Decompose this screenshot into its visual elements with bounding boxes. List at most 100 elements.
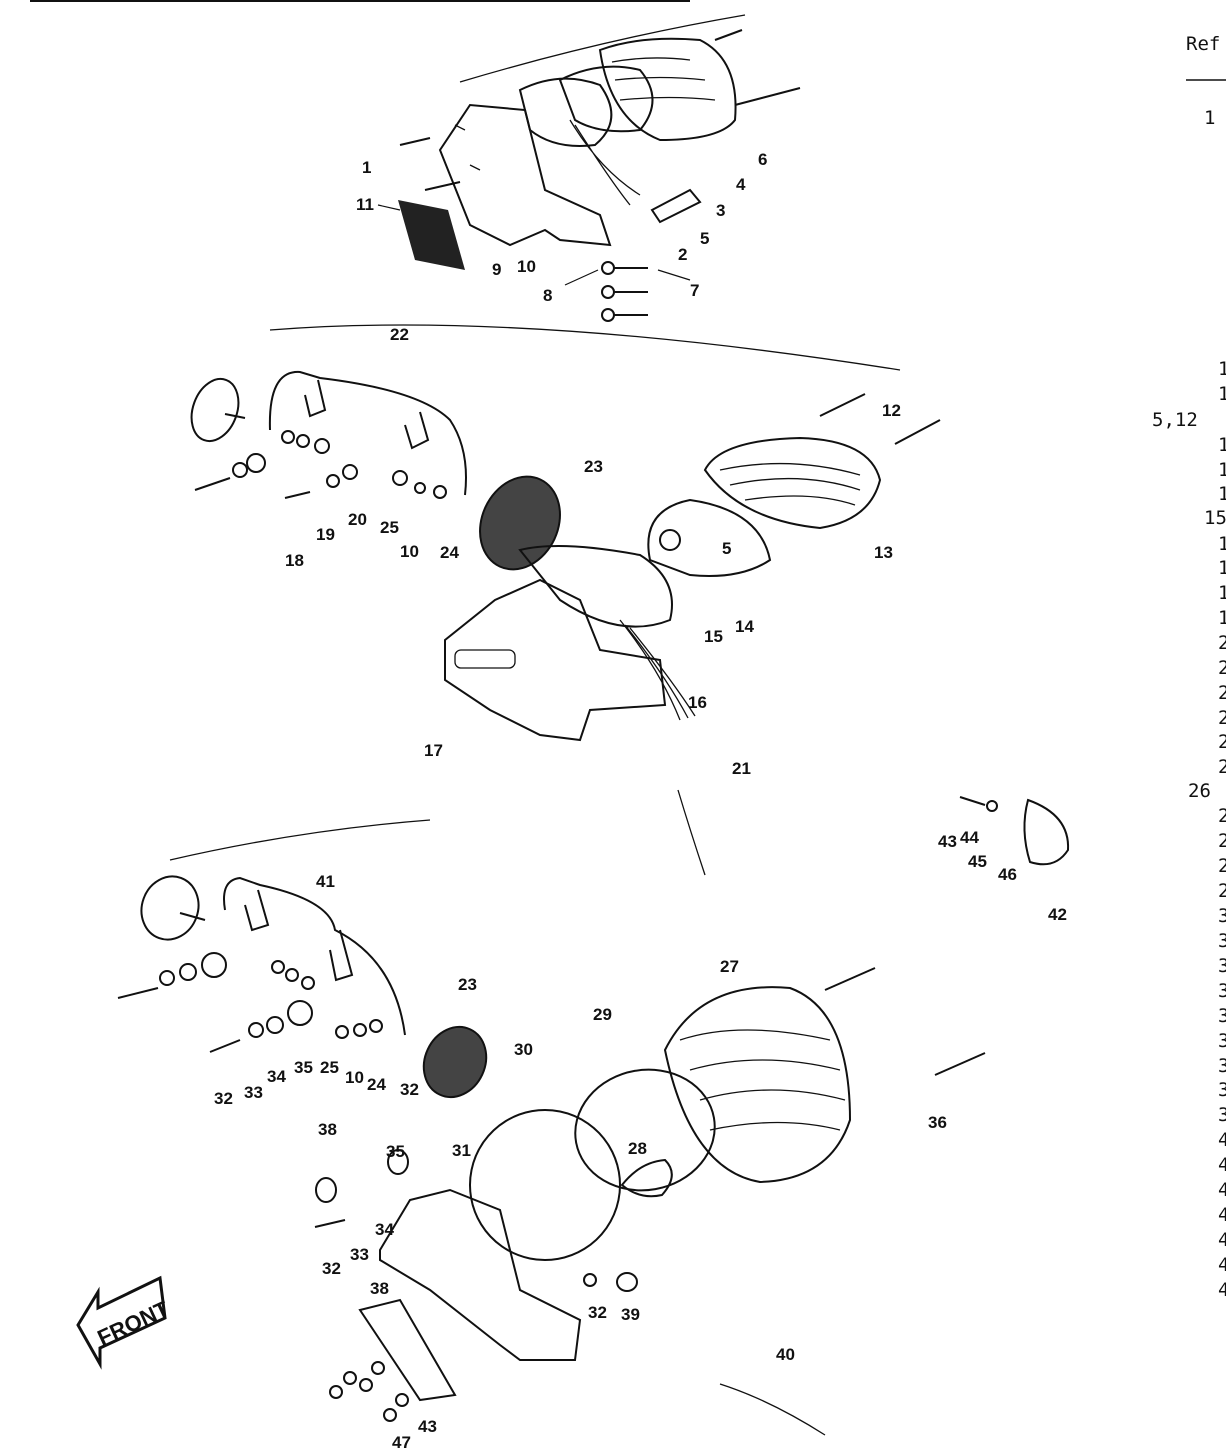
callout-30: 30 (514, 1040, 533, 1059)
callout-41: 41 (316, 872, 335, 891)
callout-11: 11 (356, 195, 374, 214)
ref-entry: 26 (1188, 780, 1211, 802)
callout-5b: 5 (722, 539, 731, 558)
ref-entry: 5,12 (1152, 409, 1198, 431)
ref-entry: 3 (1218, 980, 1226, 1002)
ref-entry: 2 (1218, 830, 1226, 852)
callout-43: 43 (938, 832, 957, 851)
callout-42: 42 (1048, 905, 1067, 924)
callout-25b: 25 (320, 1058, 339, 1077)
callout-22: 22 (390, 325, 409, 344)
callout-17: 17 (424, 741, 443, 760)
ref-entry: 1 (1218, 459, 1226, 481)
top-taillight-assembly: 1 11 9 10 2 5 3 4 6 8 7 (356, 14, 801, 322)
callout-1: 1 (362, 158, 371, 177)
callout-7: 7 (690, 281, 699, 300)
ref-entry: 1 (1218, 533, 1226, 555)
ref-entry: 15 (1204, 507, 1226, 529)
callout-15: 15 (704, 627, 723, 646)
callout-20: 20 (348, 510, 367, 529)
ref-entry: 4 (1218, 1129, 1226, 1151)
callout-38: 38 (318, 1120, 337, 1139)
ref-entry: 1 (1218, 557, 1226, 579)
front-direction-arrow: FRONT (76, 1275, 173, 1370)
callout-29: 29 (593, 1005, 612, 1024)
callout-5: 5 (700, 229, 709, 248)
ref-entry: 2 (1218, 880, 1226, 902)
callout-33: 33 (244, 1083, 263, 1102)
callout-35b: 35 (386, 1142, 405, 1161)
callout-10c: 10 (345, 1068, 364, 1087)
callout-2: 2 (678, 245, 687, 264)
ref-entry: 2 (1218, 805, 1226, 827)
callout-35: 35 (294, 1058, 313, 1077)
middle-taillight-assembly: 22 12 23 18 19 20 25 10 24 5 13 14 15 16… (190, 324, 1070, 924)
ref-entry: 3 (1218, 930, 1226, 952)
callout-10: 10 (517, 257, 536, 276)
ref-entry: 1 (1218, 434, 1226, 456)
ref-entry: 4 (1218, 1279, 1226, 1301)
ref-entry: 1 (1218, 383, 1226, 405)
callout-8: 8 (543, 286, 552, 305)
callout-27: 27 (720, 957, 739, 976)
callout-38b: 38 (370, 1279, 389, 1298)
callout-23b: 23 (458, 975, 477, 994)
callout-9: 9 (492, 260, 501, 279)
ref-entry: 2 (1218, 657, 1226, 679)
bottom-taillight-assembly: FRONT 41 23 27 29 30 32 33 34 35 25 10 2… (76, 819, 986, 1452)
callout-40: 40 (776, 1345, 795, 1364)
callout-18: 18 (285, 551, 304, 570)
ref-entry: 3 (1218, 955, 1226, 977)
callout-23: 23 (584, 457, 603, 476)
ref-entry: 3 (1218, 1055, 1226, 1077)
ref-header: Ref (1186, 33, 1220, 55)
ref-entry: 3 (1218, 1104, 1226, 1126)
callout-33b: 33 (350, 1245, 369, 1264)
callout-32c: 32 (322, 1259, 341, 1278)
callout-24b: 24 (367, 1075, 386, 1094)
reference-column: Ref 1 1 1 5,12 1 1 1 15 1 1 1 1 2 2 2 2 … (1152, 33, 1226, 1301)
callout-31: 31 (452, 1141, 471, 1160)
ref-entry: 1 (1204, 107, 1215, 129)
callout-10b: 10 (400, 542, 419, 561)
ref-entry: 2 (1218, 855, 1226, 877)
ref-entry: 2 (1218, 682, 1226, 704)
callout-32: 32 (214, 1089, 233, 1108)
callout-13: 13 (874, 543, 893, 562)
callout-34: 34 (267, 1067, 286, 1086)
ref-entry: 4 (1218, 1229, 1226, 1251)
ref-entry: 1 (1218, 358, 1226, 380)
callout-6: 6 (758, 150, 767, 169)
callout-25: 25 (380, 518, 399, 537)
ref-entry: 2 (1218, 632, 1226, 654)
ref-entry: 1 (1218, 483, 1226, 505)
callout-32b: 32 (400, 1080, 419, 1099)
callout-3: 3 (716, 201, 725, 220)
callout-14: 14 (735, 617, 754, 636)
ref-entry: 4 (1218, 1154, 1226, 1176)
callout-46: 46 (998, 865, 1017, 884)
ref-entry: 4 (1218, 1204, 1226, 1226)
callout-21: 21 (732, 759, 751, 778)
ref-entry: 1 (1218, 607, 1226, 629)
callout-32d: 32 (588, 1303, 607, 1322)
callout-4: 4 (736, 175, 746, 194)
ref-entry: 3 (1218, 1005, 1226, 1027)
callout-36: 36 (928, 1113, 947, 1132)
ref-entry: 2 (1218, 756, 1226, 778)
callout-24: 24 (440, 543, 459, 562)
ref-entry: 1 (1218, 582, 1226, 604)
callout-28: 28 (628, 1139, 647, 1158)
ref-entry: 2 (1218, 731, 1226, 753)
callout-45: 45 (968, 852, 987, 871)
callout-16: 16 (688, 693, 707, 712)
ref-entry: 3 (1218, 1079, 1226, 1101)
callout-47: 47 (392, 1433, 411, 1452)
ref-entry: 4 (1218, 1179, 1226, 1201)
callout-44: 44 (960, 828, 979, 847)
callout-34b: 34 (375, 1220, 394, 1239)
callout-19: 19 (316, 525, 335, 544)
ref-entry: 2 (1218, 707, 1226, 729)
callout-43b: 43 (418, 1417, 437, 1436)
